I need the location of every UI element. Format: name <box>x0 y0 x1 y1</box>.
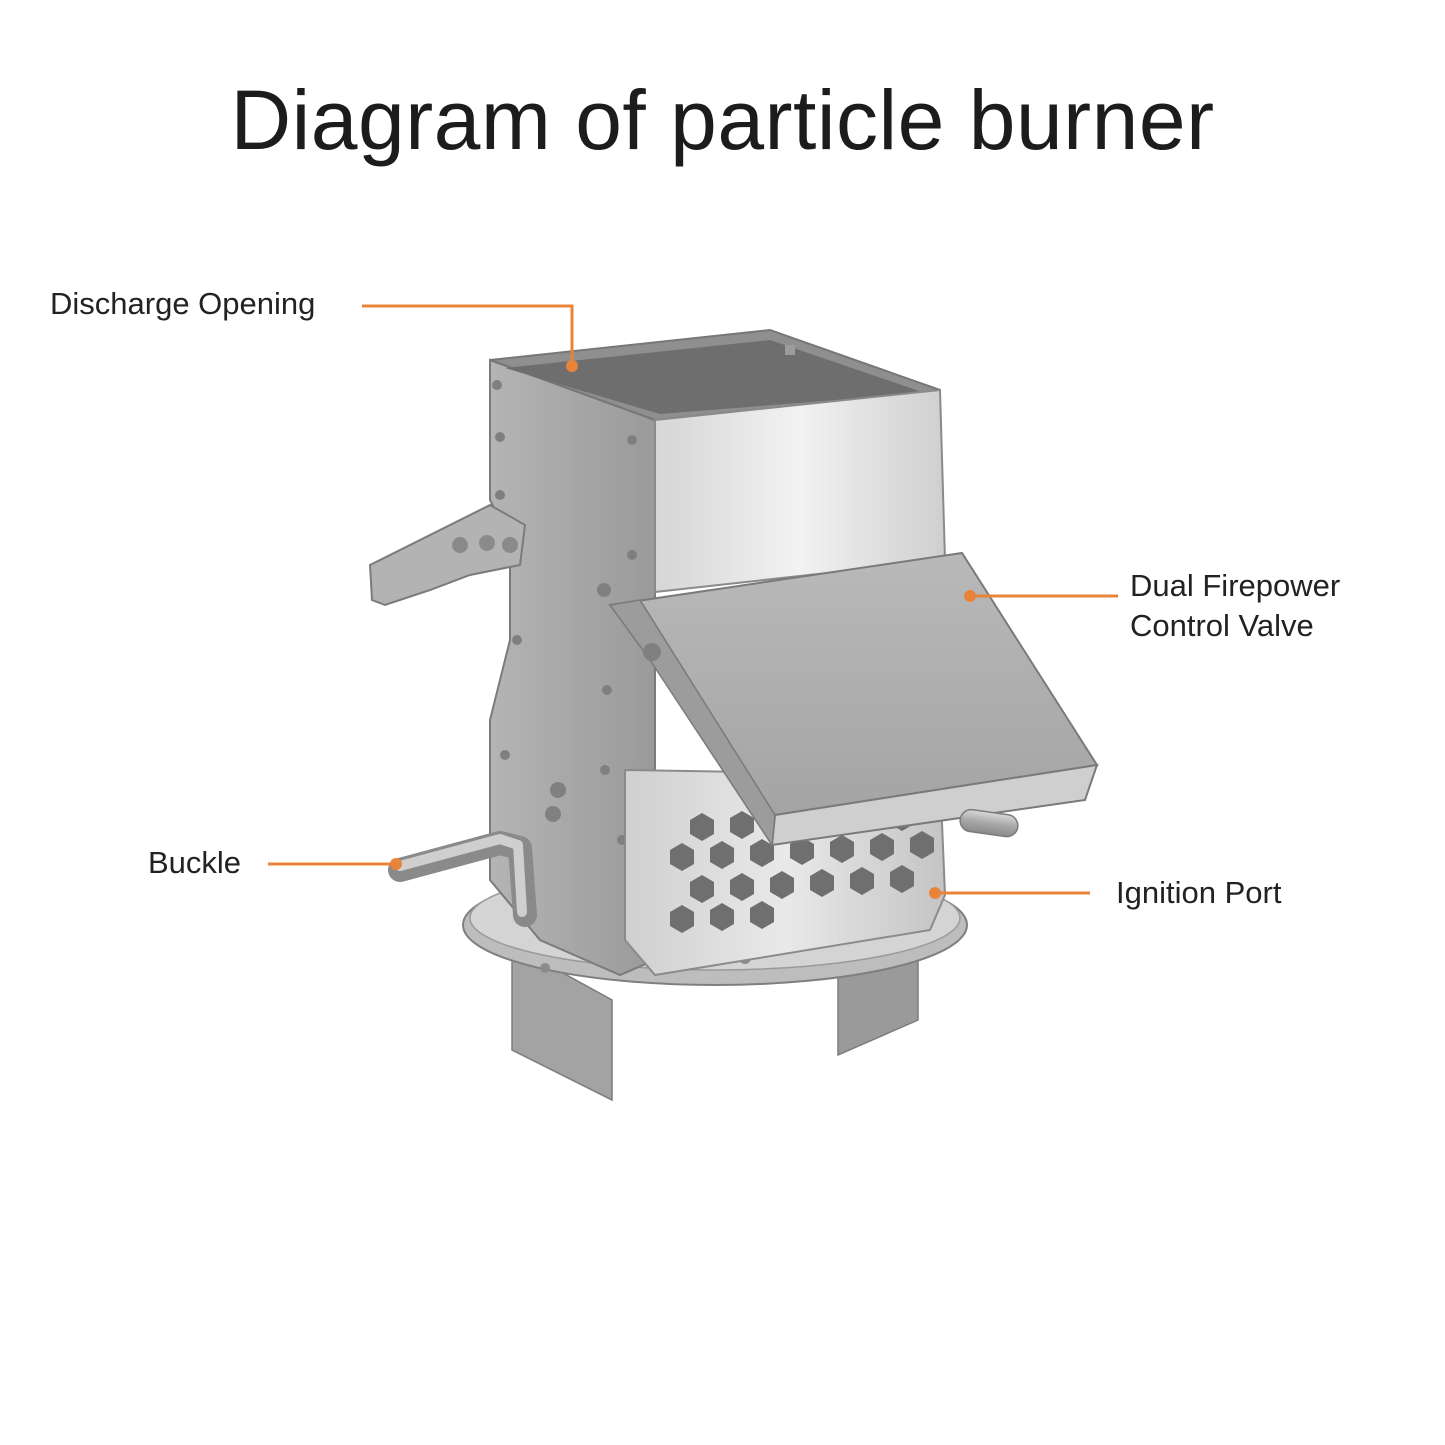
discharge-hopper <box>489 328 947 594</box>
right-pin <box>959 808 1019 838</box>
label-dual-firepower-control-valve: Dual Firepower Control Valve <box>1130 566 1340 646</box>
diagram-title: Diagram of particle burner <box>230 73 1215 167</box>
label-ignition-port: Ignition Port <box>1116 875 1282 910</box>
dot-discharge <box>566 360 578 372</box>
callout-dots <box>390 360 976 899</box>
label-dual-line1: Dual Firepower <box>1130 568 1341 603</box>
buckle-pipe <box>388 782 566 927</box>
leader-discharge <box>362 304 574 366</box>
label-dual-line2: Control Valve <box>1130 608 1314 643</box>
label-discharge-opening: Discharge Opening <box>50 286 316 321</box>
control-valve-lid <box>597 551 1099 848</box>
dot-dual <box>964 590 976 602</box>
dot-ignition <box>929 887 941 899</box>
callout-leaders <box>268 304 1118 895</box>
label-buckle: Buckle <box>148 845 242 880</box>
dot-buckle <box>390 858 402 870</box>
side-handle-bracket <box>368 503 527 607</box>
